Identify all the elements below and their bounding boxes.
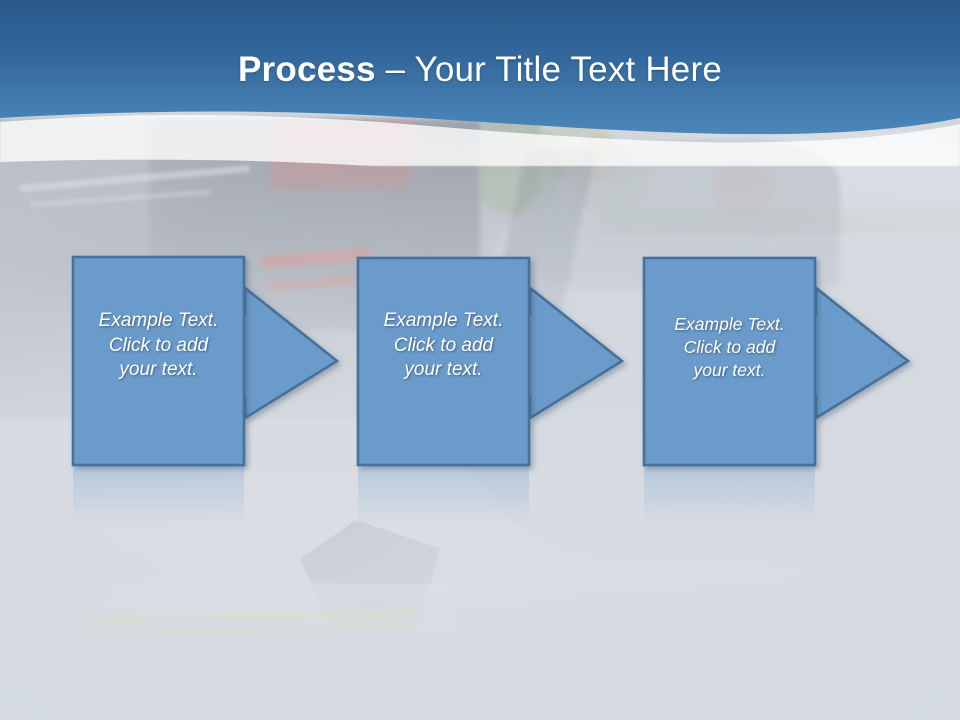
process-step-3-text[interactable]: Example Text. Click to add your text.	[674, 314, 785, 380]
process-step-2-text[interactable]: Example Text. Click to add your text.	[383, 310, 504, 381]
page-title-rest: – Your Title Text Here	[375, 50, 722, 89]
page-title: Process – Your Title Text Here	[0, 50, 960, 90]
process-step-1-text[interactable]: Example Text. Click to add your text.	[98, 310, 219, 381]
page-title-strong: Process	[238, 50, 376, 89]
